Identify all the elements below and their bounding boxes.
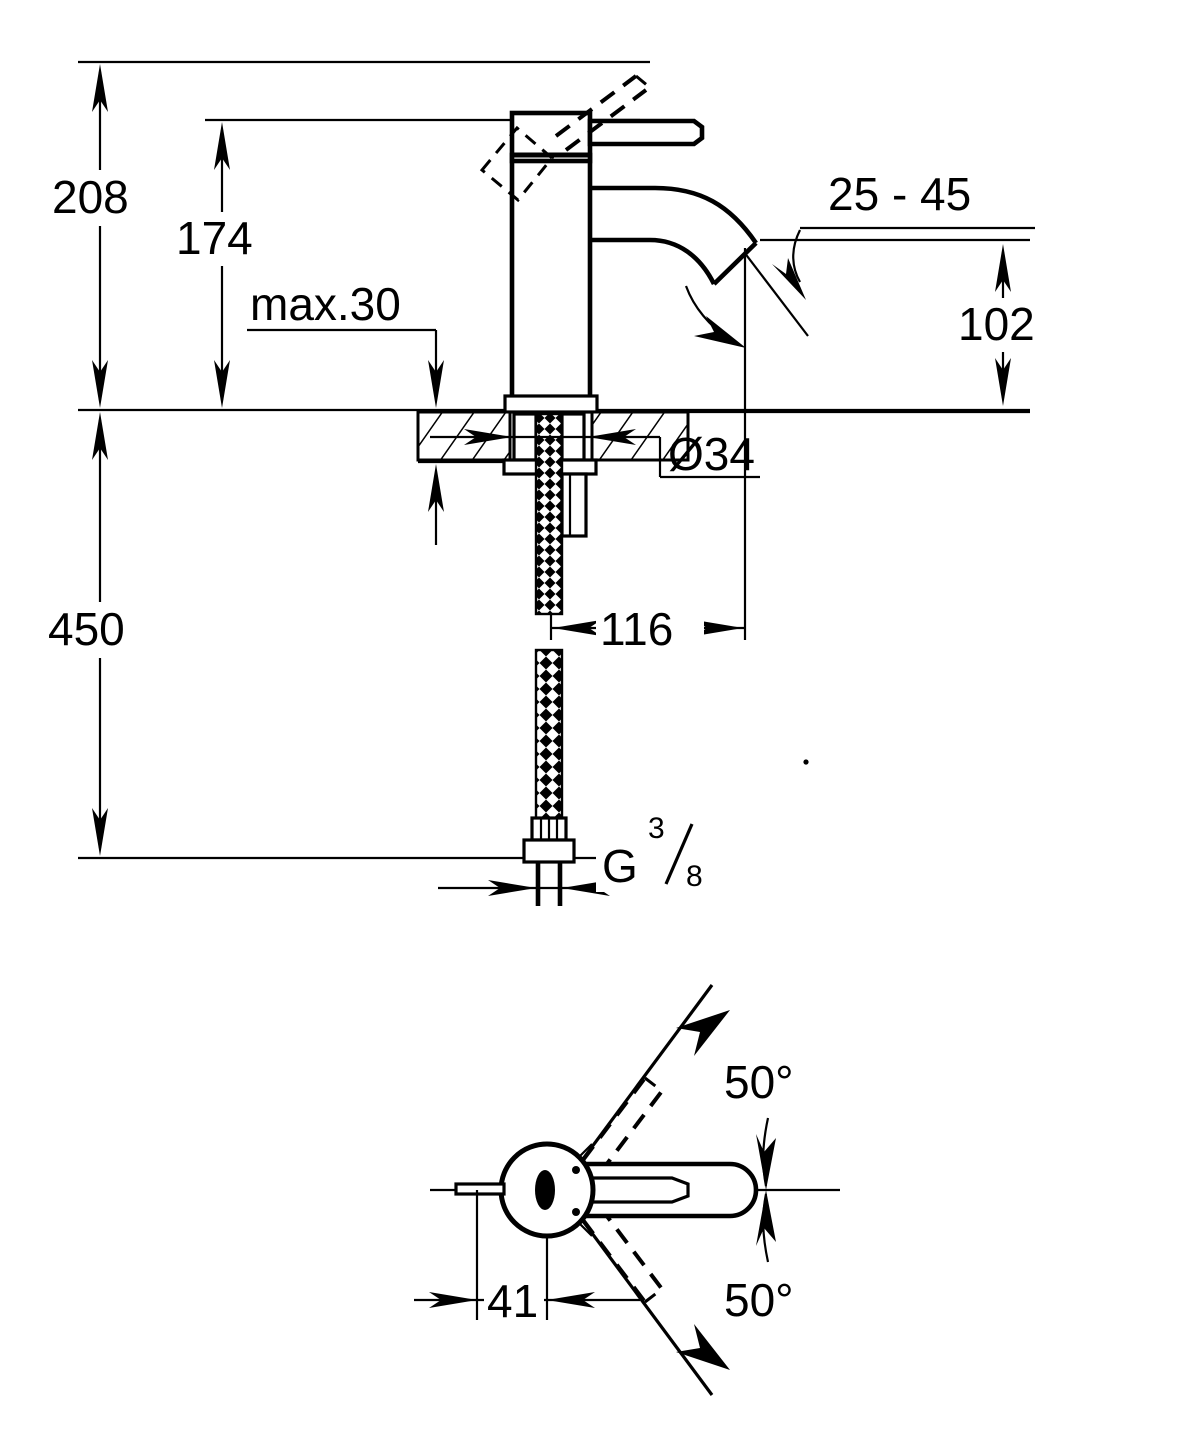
- radial-tick-upper: [577, 1143, 593, 1159]
- hose-hex-nut: [522, 838, 576, 864]
- dimension-450: 450: [44, 412, 194, 856]
- arrowhead-counter-range: [772, 258, 806, 300]
- dim-label-450: 450: [48, 603, 125, 655]
- dim-label-max30: max.30: [250, 278, 401, 330]
- spout-inner-channel-plan: [570, 1176, 690, 1204]
- spout-ghost-lower-edge-b: [598, 1205, 664, 1291]
- dim-thread-text-mask: [596, 808, 726, 892]
- faucet-body: [479, 74, 809, 414]
- dim-label-116: 116: [600, 603, 673, 655]
- dimension-174: 174: [170, 122, 310, 408]
- dim-208-text-mask: [46, 170, 194, 226]
- dim-116-text-mask: [596, 602, 704, 654]
- spout-ghost-upper-cap: [644, 1076, 663, 1093]
- lever-ghost-top-edge: [554, 74, 638, 138]
- arrowhead-41-left: [429, 1292, 477, 1308]
- leader-line-outlet-right: [743, 251, 809, 337]
- arrowhead-450-bottom: [92, 808, 108, 856]
- dimension-41: 41: [414, 1190, 640, 1327]
- arrowhead-max30-lower: [428, 464, 444, 512]
- dim-label-thread-numerator: 3: [648, 812, 665, 845]
- arrowhead-116-right: [695, 620, 743, 636]
- handle-lever-stub-plan: [454, 1182, 506, 1196]
- spout-ghost-lower-cap: [644, 1287, 663, 1304]
- handle-cap-ghost-outline: [479, 125, 555, 203]
- dim-41-text-mask: [484, 1272, 544, 1326]
- lever-ghost-bottom-edge: [564, 88, 648, 152]
- spout-ghost-positions: [581, 1076, 664, 1304]
- arrowhead-41-right: [547, 1292, 595, 1308]
- swivel-arc-arrows: [756, 1117, 776, 1263]
- index-dot-lower: [572, 1208, 580, 1216]
- elevation-view: 208 174 max.30 450: [44, 60, 1100, 906]
- dim-label-thread-letter: G: [602, 840, 638, 892]
- dim-label-thread-denominator: 8: [686, 860, 703, 893]
- spout-inner-profile: [590, 237, 717, 286]
- faucet-column: [509, 152, 593, 414]
- fraction-slash: [664, 823, 694, 885]
- spout-plan: [557, 1161, 759, 1219]
- arrowhead-208-top: [92, 64, 108, 112]
- lever-handle-raised-ghost: [554, 74, 650, 152]
- dim-450-text-mask: [44, 602, 194, 658]
- handle-cap-ghost: [479, 125, 555, 203]
- flexible-supply-hose: [522, 648, 576, 906]
- arrowhead-d34-right: [588, 429, 636, 445]
- dimension-hole-diameter: Ø34: [430, 428, 760, 480]
- arrowhead-swivel-upper: [676, 1010, 730, 1056]
- radial-tick-lower: [577, 1221, 593, 1237]
- stray-detail-dot: [803, 759, 809, 765]
- arrowhead-174-bottom: [214, 360, 230, 408]
- handle-circle-plan: [454, 1141, 596, 1239]
- arrowhead-max30: [428, 360, 444, 408]
- dimension-counter-range: 25 - 45: [772, 168, 971, 300]
- arrowhead-102-bottom: [995, 358, 1011, 406]
- dim-label-102: 102: [958, 298, 1035, 350]
- dim-label-hole-diameter: Ø34: [668, 428, 755, 480]
- spout-outlet-face: [712, 241, 758, 286]
- arrowhead-thread-left: [488, 880, 536, 896]
- arrowhead-swivel-lower: [676, 1324, 730, 1370]
- arrowhead-d34-left: [464, 429, 512, 445]
- dim-102-text-mask: [952, 298, 1100, 352]
- dim-label-counter-range: 25 - 45: [828, 168, 971, 220]
- dimension-208: 208: [46, 64, 194, 408]
- lever-ghost-end-cap: [635, 74, 650, 91]
- spout-ghost-lower-edge-a: [581, 1218, 647, 1304]
- arrowhead-174-top: [214, 122, 230, 170]
- handle-slot-oval: [535, 1170, 555, 1210]
- lever-handle: [587, 118, 705, 147]
- dimension-116: 116: [551, 602, 745, 655]
- dimension-thread: G 3 8: [438, 808, 726, 896]
- dim-label-41: 41: [487, 1275, 538, 1327]
- arrowhead-outlet-left: [694, 316, 746, 348]
- dim-label-swivel-right: 50°: [724, 1274, 794, 1326]
- mounting-hardware: [502, 412, 598, 616]
- plan-view: 50° 50° 41: [414, 984, 840, 1396]
- dimension-102: 102: [952, 244, 1100, 406]
- arrowhead-arc-lower: [756, 1190, 776, 1246]
- spout-outlet-leaders: [684, 251, 809, 348]
- dim-174-text-mask: [170, 212, 310, 266]
- arrowhead-450-top: [92, 412, 108, 460]
- arrowhead-102-top: [995, 244, 1011, 292]
- dim-label-208: 208: [52, 171, 129, 223]
- arrowhead-116-left: [553, 620, 601, 636]
- spout-ghost-upper-edge-b: [598, 1089, 664, 1175]
- connector-fitting: [560, 472, 588, 538]
- index-dot-upper: [572, 1166, 580, 1174]
- spout-ghost-upper-edge-a: [581, 1076, 647, 1162]
- leader-curve-counter-range: [792, 229, 801, 283]
- braided-hose: [534, 648, 564, 820]
- threaded-shank: [534, 412, 564, 616]
- dim-label-swivel-left: 50°: [724, 1056, 794, 1108]
- dim-label-174: 174: [176, 212, 253, 264]
- base-escutcheon: [503, 394, 599, 414]
- arrowhead-arc-upper: [756, 1134, 776, 1190]
- spout-outer-profile: [590, 185, 758, 245]
- arrowhead-208-bottom: [92, 360, 108, 408]
